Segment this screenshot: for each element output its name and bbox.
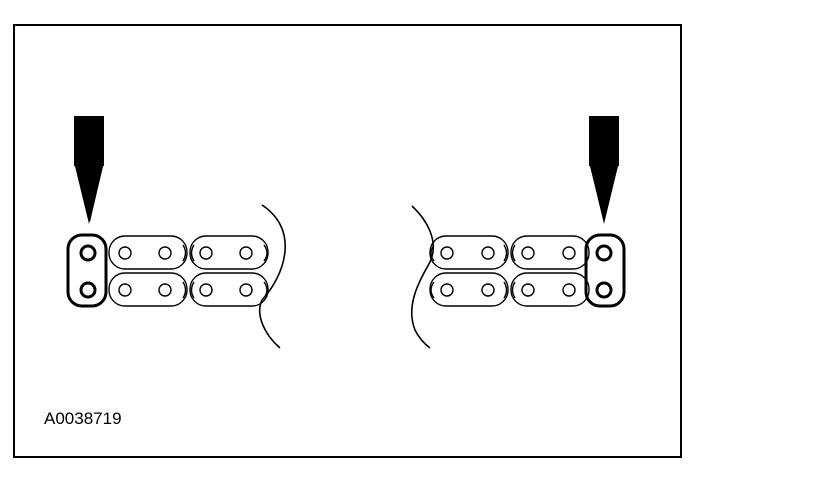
link-plate: [108, 235, 188, 270]
link-joint: [503, 244, 508, 262]
right-down-arrow-icon: [589, 162, 619, 224]
left-end-plate: [66, 233, 108, 308]
pin-hole: [199, 246, 213, 260]
link-joint: [511, 281, 516, 299]
figure-id-label: A0038719: [44, 409, 122, 428]
link-joint: [430, 281, 435, 299]
right-end-plate: [584, 233, 626, 308]
pin-hole: [562, 283, 576, 297]
pin-hole: [199, 283, 213, 297]
pin-hole: [239, 246, 253, 260]
pin-hole: [562, 246, 576, 260]
link-plate: [108, 272, 188, 307]
pin-hole: [521, 246, 535, 260]
link-plate: [510, 272, 590, 307]
pin-hole: [481, 283, 495, 297]
link-joint: [182, 281, 187, 299]
pin-hole: [118, 283, 132, 297]
link-plate: [429, 235, 509, 270]
pin-hole: [440, 246, 454, 260]
pin-hole: [481, 246, 495, 260]
link-joint: [182, 244, 187, 262]
pin-hole: [440, 283, 454, 297]
link-joint: [263, 244, 268, 262]
end-plate-pin-hole: [595, 244, 613, 262]
link-plate: [189, 235, 269, 270]
link-plate: [189, 272, 269, 307]
right-inner-links: [429, 235, 590, 307]
pin-hole: [521, 283, 535, 297]
left-arrow-shaft: [74, 116, 104, 166]
link-plate: [429, 272, 509, 307]
end-plate-pin-hole: [79, 244, 97, 262]
figure-frame: [13, 24, 682, 458]
pin-hole: [158, 283, 172, 297]
right-chain: [410, 205, 626, 349]
right-arrow-shaft: [589, 116, 619, 166]
pin-hole: [118, 246, 132, 260]
left-arrow-head: [74, 162, 104, 224]
end-plate-pin-hole: [595, 281, 613, 299]
right-break-line: [410, 205, 435, 349]
pin-hole: [239, 283, 253, 297]
link-joint: [190, 281, 195, 299]
end-plate-pin-hole: [79, 281, 97, 299]
link-joint: [511, 244, 516, 262]
link-plate: [510, 235, 590, 270]
left-break-line: [258, 204, 286, 349]
left-chain: [66, 204, 286, 349]
left-inner-links: [108, 235, 269, 307]
link-joint: [190, 244, 195, 262]
pin-hole: [158, 246, 172, 260]
link-joint: [503, 281, 508, 299]
